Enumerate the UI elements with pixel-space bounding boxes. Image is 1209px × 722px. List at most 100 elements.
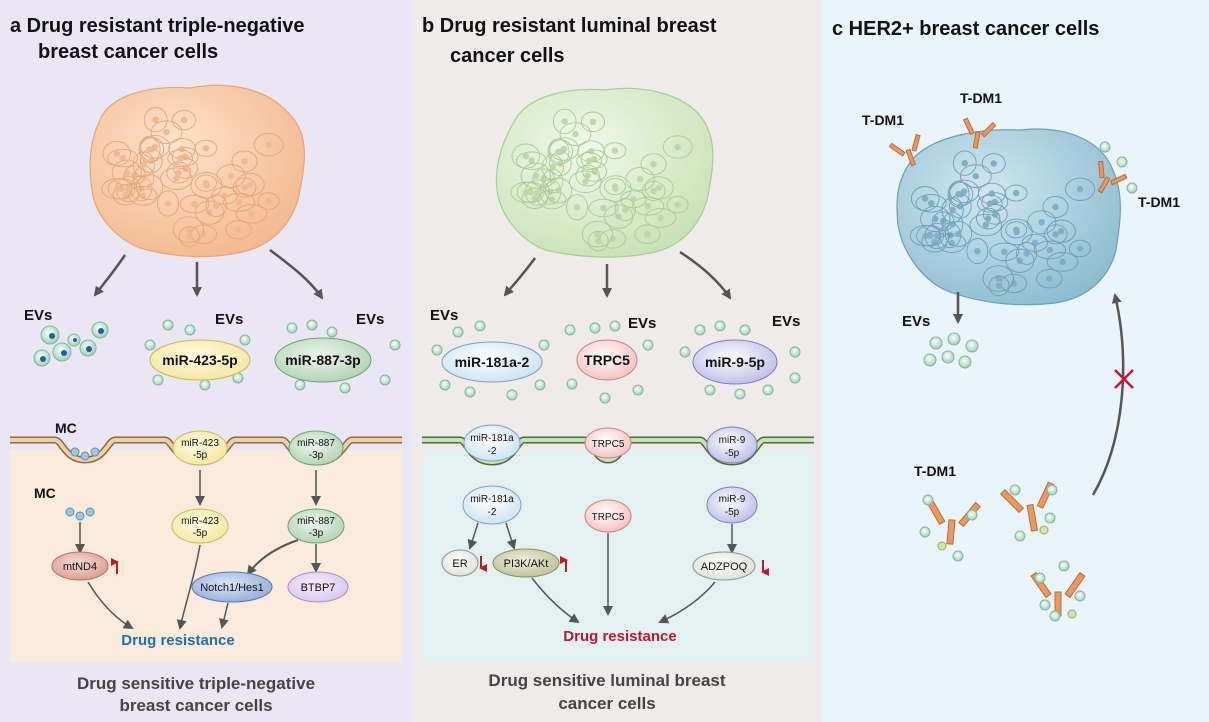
tumor-cell [101,178,133,200]
tumor-cell [559,122,592,146]
cell-nucleus [589,118,597,126]
tumor-cell [977,194,1003,213]
cell-nucleus [933,232,941,240]
mir181-inner [462,485,522,525]
mir423-vesicle-l1: miR-423 [181,438,219,449]
evs-c-lower [919,484,1086,622]
cell-nucleus [1076,245,1084,252]
tumor-cell [552,108,577,135]
mir423-inner [171,508,229,544]
tumor-cell [1015,241,1038,265]
tumor-cell [566,194,588,221]
panel-a-title-line2: breast cancer cells [38,41,218,63]
panel-c-background [822,0,1209,722]
arrow-mir181-er [467,522,479,550]
small-evs-b [431,320,801,404]
cell-nucleus [572,130,579,138]
tumor-cell [966,238,989,265]
cell-nucleus [175,169,182,176]
panel-b-evs-label-1: EVs [430,307,458,324]
cell-nucleus [534,189,541,196]
mir887-ev-label: miR-887-3p [285,352,360,368]
cell-nucleus [655,184,663,192]
cell-nucleus [555,187,562,194]
small-evs-a-right [286,319,401,394]
drug-resistance-b: Drug resistance [563,628,676,645]
tumor-cell [1027,210,1057,235]
tumor-cell [1005,221,1028,239]
tumor-cell [510,181,542,203]
panel-a-bottom-line2: breast cancer cells [119,696,272,715]
mir181-vesicle-l1: miR-181a [470,433,514,444]
mir181-vesicle [463,424,521,462]
cell-nucleus [636,175,644,183]
arrow-mir181-pi3k [505,522,517,550]
tumor-cell [604,177,626,196]
tumor-cell [548,137,580,161]
arrow-b-right [679,250,732,300]
cell-nucleus [949,206,956,214]
tumor-cell [1069,239,1091,258]
cell-nucleus [178,145,186,152]
cell-nucleus [118,185,125,192]
tumor-cell [178,226,200,247]
tumor-cell [580,111,606,133]
tumor-cell [173,158,198,179]
cell-nucleus [119,154,126,162]
cell-nucleus [227,172,235,180]
tumor-cell [511,143,541,169]
cell-nucleus [1038,219,1045,226]
cell-nucleus [1023,250,1030,257]
arrow-a-left [93,254,127,297]
cell-nucleus [152,116,159,123]
mir9-ev-oval [692,339,778,385]
trpc5-inner-label: TRPC5 [592,512,625,523]
tumor-cell [171,109,197,131]
tumor-cell [947,180,970,208]
tdm1-label-2: T-DM1 [960,90,1002,106]
cell-nucleus [961,159,968,167]
tumor-cell [575,164,600,187]
cell-nucleus [1052,203,1059,211]
cell-nucleus [1058,228,1065,235]
cell-nucleus [591,168,598,175]
arrow-b-left [503,257,537,297]
tumor-cell [937,233,967,253]
cell-nucleus [560,145,568,153]
tumor-cell [112,184,139,206]
tdm1-label-4: T-DM1 [914,463,956,479]
tumor-cell [949,179,980,204]
er-label: ER [452,558,467,570]
tumor-cell [909,225,942,247]
cell-nucleus [151,143,159,150]
cell-nucleus [561,118,568,125]
tumor-cell [603,142,627,160]
arrow-adzpoq-resistance [658,581,716,624]
tumor-cell [537,189,567,210]
tumor-cell [102,141,132,167]
tumor-cell [1065,177,1096,201]
tdm1-label-1: T-DM1 [862,112,904,128]
cell-nucleus [972,172,979,180]
trpc5-inner [584,499,632,533]
cell-nucleus [611,183,619,190]
mir9-vesicle-l2: -5p [725,448,740,459]
small-evs-a-center [144,319,251,391]
arrow-mtnd4-resistance [87,581,134,630]
tumor-cell [205,194,227,218]
tumor-cell [625,167,655,192]
mir887-inner-l1: miR-887 [297,516,335,527]
panel-a-bottom-line1: Drug sensitive triple-negative [77,674,315,693]
mir887-vesicle [288,430,344,466]
btbp7-label: BTBP7 [301,582,336,594]
tumor-cell [167,149,194,168]
cell-nucleus [922,195,929,202]
mir9-inner-l1: miR-9 [719,494,746,505]
cell-nucleus [1031,239,1039,247]
mir887-ev-oval [274,337,372,383]
cell-nucleus [140,161,147,168]
tumor-cell [232,177,257,198]
drug-resistance-a: Drug resistance [121,632,234,649]
notch-label: Notch1/Hes1 [200,582,264,594]
